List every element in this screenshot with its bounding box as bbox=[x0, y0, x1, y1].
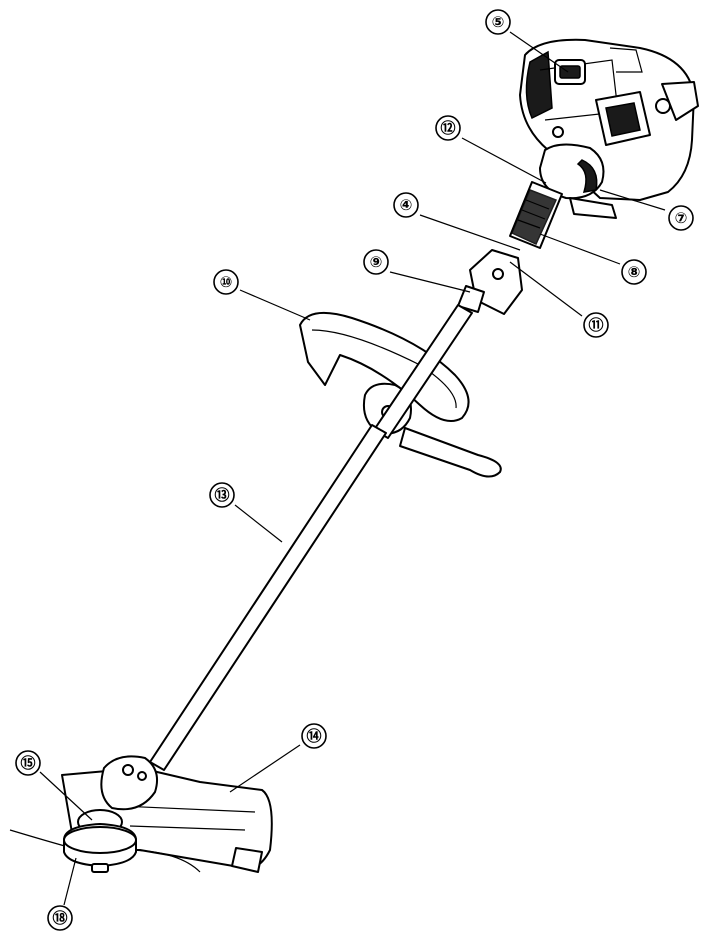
svg-text:⑨: ⑨ bbox=[370, 253, 383, 271]
throttle-grip bbox=[509, 181, 563, 249]
callout-4: ④ bbox=[393, 192, 419, 218]
leader-lines bbox=[39, 31, 666, 906]
svg-text:⑩: ⑩ bbox=[220, 273, 233, 291]
shaft-coupler bbox=[457, 249, 523, 315]
callout-10: ⑩ bbox=[213, 269, 239, 295]
gear-head bbox=[100, 755, 158, 811]
callout-7: ⑦ bbox=[668, 205, 694, 231]
clutch-housing bbox=[539, 143, 617, 219]
callout-13: ⑬ bbox=[209, 482, 235, 508]
callout-18: ⑱ bbox=[47, 905, 73, 931]
svg-text:⑧: ⑧ bbox=[628, 263, 641, 281]
callout-14: ⑭ bbox=[301, 723, 327, 749]
callout-8: ⑧ bbox=[621, 259, 647, 285]
callout-12: ⑫ bbox=[435, 115, 461, 141]
callout-9: ⑨ bbox=[363, 249, 389, 275]
svg-text:⑦: ⑦ bbox=[675, 209, 688, 227]
callout-11: ⑪ bbox=[583, 312, 609, 338]
svg-text:⑫: ⑫ bbox=[440, 119, 455, 137]
svg-text:⑮: ⑮ bbox=[20, 754, 35, 772]
svg-text:⑪: ⑪ bbox=[588, 316, 603, 334]
callout-5: ⑤ bbox=[485, 9, 511, 35]
svg-text:⑤: ⑤ bbox=[492, 13, 505, 31]
drive-shaft bbox=[149, 304, 473, 771]
spool-head bbox=[63, 809, 137, 873]
svg-text:⑬: ⑬ bbox=[214, 486, 229, 504]
svg-text:⑱: ⑱ bbox=[52, 909, 67, 927]
svg-text:⑭: ⑭ bbox=[306, 727, 321, 745]
svg-text:④: ④ bbox=[400, 196, 413, 214]
callout-15: ⑮ bbox=[15, 750, 41, 776]
